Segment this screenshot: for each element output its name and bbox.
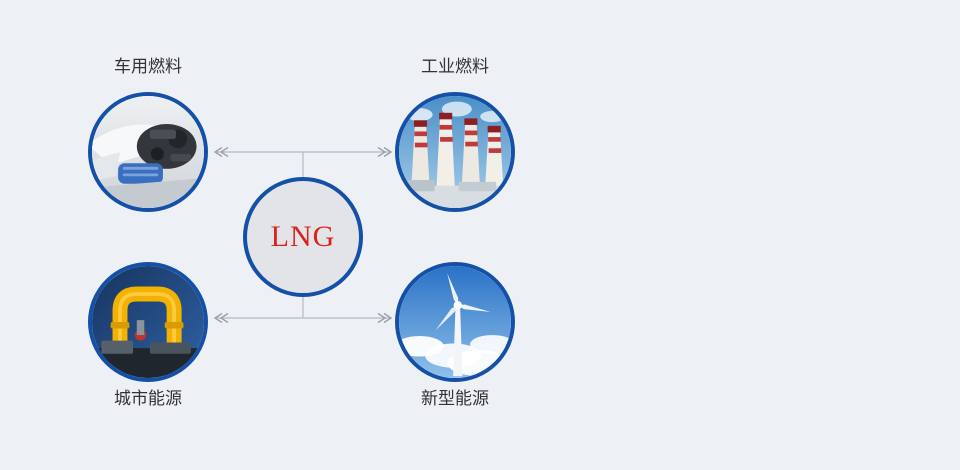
label-industrial-fuel: 工业燃料: [421, 57, 489, 76]
car-engine-icon: [92, 96, 204, 208]
node-new-energy: [395, 262, 515, 382]
node-vehicle-fuel: [88, 92, 208, 212]
node-city-energy: [88, 262, 208, 382]
lng-label: LNG: [270, 220, 336, 253]
node-industrial-fuel: [395, 92, 515, 212]
label-new-energy: 新型能源: [421, 389, 489, 408]
label-city-energy: 城市能源: [114, 389, 182, 408]
center-node-lng: LNG: [243, 177, 363, 297]
label-vehicle-fuel: 车用燃料: [114, 57, 182, 76]
gas-pipeline-icon: [92, 266, 204, 378]
factory-chimneys-icon: [399, 96, 511, 208]
wind-turbine-icon: [399, 266, 511, 378]
